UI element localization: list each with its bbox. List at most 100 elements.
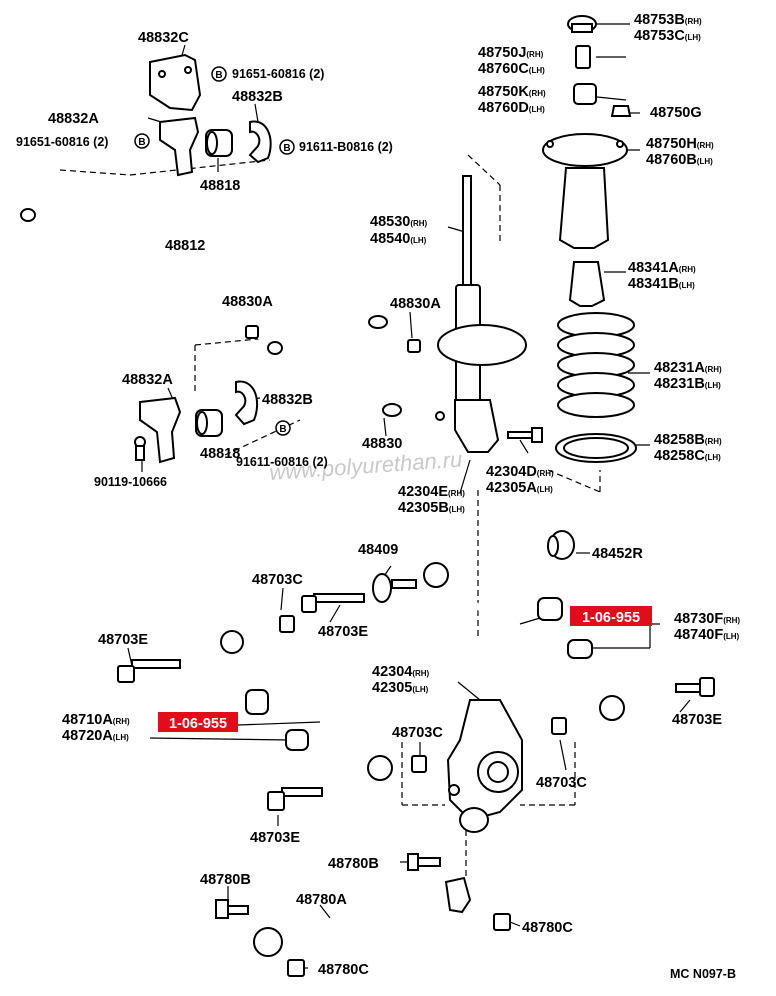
nut-48830A-left [245, 325, 259, 339]
label-48832B-mid: 48832B [262, 392, 313, 408]
bolt-48703E-b [301, 593, 365, 613]
highlight-lower-box [158, 712, 238, 732]
svg-text:B: B [283, 143, 290, 154]
label-48780A: 48780A [296, 892, 347, 908]
label-48830: 48830 [362, 436, 402, 452]
label-42304E: 42304E(RH) [398, 484, 465, 500]
bolt-48703E-c [675, 677, 715, 697]
label-48720A: 48720A(LH) [62, 728, 129, 744]
highlight-upper-box [570, 606, 652, 626]
bushing-48818-top [205, 129, 233, 157]
label-48750J: 48750J(RH) [478, 45, 544, 61]
label-48409: 48409 [358, 542, 398, 558]
bushing-48730F-a [537, 597, 563, 621]
nut-48703C-b [411, 755, 427, 773]
label-48760C: 48760C(LH) [478, 61, 545, 77]
nut-48703C-a [279, 615, 295, 633]
nut-48750G [610, 105, 632, 117]
bushing-48818-mid [195, 409, 223, 437]
label-48750K: 48750K(RH) [478, 84, 546, 100]
label-48760D: 48760D(LH) [478, 100, 545, 116]
insulator-48258B [555, 433, 637, 463]
label-91611: 91611-B0816 (2) [299, 140, 393, 154]
bushing-48750K [573, 83, 597, 105]
shock-absorber-48530 [435, 175, 527, 453]
label-48832C: 48832C [138, 30, 189, 46]
label-48703C-a: 48703C [252, 572, 303, 588]
label-48780C-b: 48780C [318, 962, 369, 978]
bolt-marker-91651-top: B [211, 66, 227, 82]
bolt-42304D [507, 427, 543, 443]
bolt-48780B-b [215, 899, 249, 919]
bracket-48832A-top [159, 116, 200, 177]
nut-48780C-a [493, 913, 511, 931]
label-91651-top: 91651-60816 (2) [232, 67, 324, 81]
support-48750H [542, 133, 628, 249]
label-48750G: 48750G [650, 105, 702, 121]
label-48818-top: 48818 [200, 178, 240, 194]
clamp-48832B-top [248, 120, 272, 164]
label-42305B: 42305B(LH) [398, 500, 465, 516]
label-48703E-a: 48703E [318, 624, 368, 640]
bushing-48750J [575, 45, 591, 69]
label-48258C: 48258C(LH) [654, 448, 721, 464]
label-48452R: 48452R [592, 546, 643, 562]
label-48780B-a: 48780B [328, 856, 379, 872]
label-48830A-left: 48830A [222, 294, 273, 310]
bolt-marker-text: B [215, 70, 222, 81]
label-90119: 90119-10666 [94, 475, 167, 489]
bolt-marker-91611-mid: B [275, 420, 291, 436]
label-48832A-top: 48832A [48, 111, 99, 127]
diagram-code: MC N097-B [670, 967, 736, 981]
part-labels: 48832C B 91651-60816 (2) 48832B 48832A 9… [16, 12, 740, 981]
bolt-marker-91611: B [279, 139, 295, 155]
label-48703C-c: 48703C [536, 775, 587, 791]
nut-48780C-b [287, 959, 305, 977]
label-48753B: 48753B(RH) [634, 12, 702, 28]
label-48753C: 48753C(LH) [634, 28, 701, 44]
label-48710A: 48710A(RH) [62, 712, 130, 728]
label-48818-mid: 48818 [200, 446, 240, 462]
coil-spring-48231A [557, 312, 635, 418]
label-91611-mid: 91611-60816 (2) [236, 455, 328, 469]
label-48703E-b: 48703E [98, 632, 148, 648]
label-42305: 42305(LH) [372, 680, 429, 696]
stabilizer-bar-48812 [20, 177, 358, 355]
clamp-48832B-mid [234, 380, 259, 426]
bushing-48710A-a [245, 689, 269, 715]
label-48530: 48530(RH) [370, 214, 428, 230]
label-48231A: 48231A(RH) [654, 360, 722, 376]
label-48832B-top: 48832B [232, 89, 283, 105]
svg-text:B: B [279, 424, 286, 435]
label-48540: 48540(LH) [370, 231, 427, 247]
highlight-lower-text: 1-06-955 [169, 716, 227, 732]
bracket-48832C [149, 53, 202, 112]
label-42305A: 42305A(LH) [486, 480, 553, 496]
bushing-48409 [372, 573, 417, 603]
label-91651-left: 91651-60816 (2) [16, 135, 108, 149]
label-48341B: 48341B(LH) [628, 276, 695, 292]
strut-rod-48780A [253, 876, 472, 957]
label-48750H: 48750H(RH) [646, 136, 714, 152]
bumper-48341A [568, 261, 606, 307]
label-42304D: 42304D(RH) [486, 464, 554, 480]
label-42304: 42304(RH) [372, 664, 430, 680]
label-48703E-d: 48703E [250, 830, 300, 846]
bolt-48703E-a [117, 659, 181, 683]
label-48780B-b: 48780B [200, 872, 251, 888]
bracket-48832A-mid [134, 396, 182, 464]
bolt-48780B-a [407, 853, 441, 871]
bushing-48452R [547, 530, 575, 560]
label-48258B: 48258B(RH) [654, 432, 722, 448]
stabilizer-link-48830 [368, 315, 402, 417]
label-48703C-b: 48703C [392, 725, 443, 741]
arm-48730F [423, 562, 625, 721]
label-48830A-right: 48830A [390, 296, 441, 312]
label-48341A: 48341A(RH) [628, 260, 696, 276]
cap-48753B [567, 15, 597, 33]
bushing-48710A-b [285, 729, 309, 751]
label-48730F: 48730F(RH) [674, 611, 740, 627]
label-48760B: 48760B(LH) [646, 152, 713, 168]
arm-48710A [220, 630, 393, 781]
